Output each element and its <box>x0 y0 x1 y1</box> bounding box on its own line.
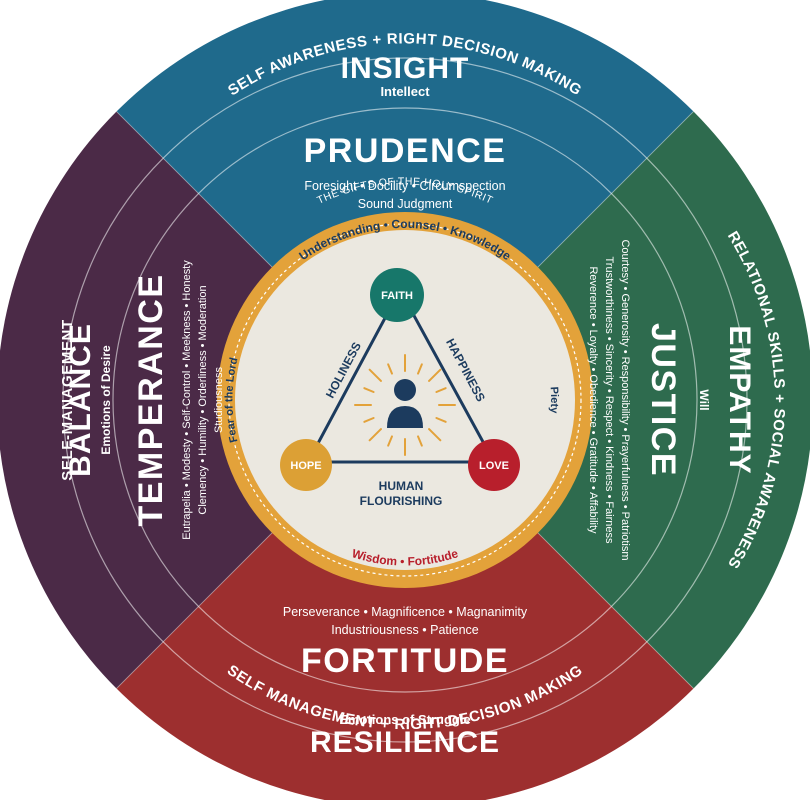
ray <box>435 387 447 393</box>
west-parts-line-2: Clemency • Humility • Orderliness • Mode… <box>197 285 209 514</box>
quadrant-east-justice <box>405 111 810 689</box>
north-parts-line-1: Foresight • Docility • Circumspection <box>304 179 505 193</box>
gift-piety: Piety <box>548 386 561 414</box>
ray <box>363 387 375 393</box>
person-icon <box>387 379 423 428</box>
east-parts-line-1: Courtesy • Generosity • Responsibility •… <box>619 239 631 560</box>
hope-label: HOPE <box>290 460 321 472</box>
west-faculty-label: Emotions of Desire <box>99 345 113 455</box>
east-parts-line-2: Trustworthiness • Sincerity • Respect • … <box>603 256 615 544</box>
west-parts-line-1: Eutrapelia • Modesty • Self-Control • Me… <box>181 260 193 540</box>
ray <box>387 435 393 447</box>
east-parts-line-3: Reverence • Loyalty • Obedience • Gratit… <box>587 266 599 534</box>
north-skill-title: INSIGHT <box>341 52 470 85</box>
east-virtue-title: JUSTICE <box>644 323 682 477</box>
ray <box>428 368 442 382</box>
quadrant-north-prudence <box>116 0 694 400</box>
ray <box>428 428 442 442</box>
person-rays <box>354 354 456 456</box>
ray <box>368 428 382 442</box>
faith-label: FAITH <box>381 290 413 302</box>
outer-ring-divider <box>62 57 748 743</box>
love-node: LOVE <box>468 439 520 491</box>
ray <box>417 435 423 447</box>
west-outer-label: SELF-MANAGEMENT <box>59 319 76 481</box>
west-virtue-title: TEMPERANCE <box>132 273 170 526</box>
quadrant-west-temperance <box>0 111 405 689</box>
south-virtue-title: FORTITUDE <box>301 642 509 680</box>
gifts-ring-dashes <box>228 223 582 577</box>
love-label: LOVE <box>479 460 509 472</box>
south-parts-line-2: Industriousness • Patience <box>331 623 479 637</box>
east-faculty-label: Will <box>697 389 711 410</box>
flourishing-line-2: FLOURISHING <box>360 494 443 508</box>
flourishing-line-1: HUMAN <box>379 479 424 493</box>
south-faculty-label: Emotions of Struggle <box>339 712 470 727</box>
ray <box>368 368 382 382</box>
west-skill-title: BALANCE <box>64 323 97 477</box>
north-virtue-title: PRUDENCE <box>304 132 507 170</box>
west-parts-line-3: Studiousness <box>213 366 225 433</box>
virtue-triangle <box>305 286 497 464</box>
north-faculty-label: Intellect <box>380 84 430 99</box>
hope-node: HOPE <box>280 439 332 491</box>
south-parts-line-1: Perseverance • Magnificence • Magnanimit… <box>283 605 528 619</box>
north-parts-line-2: Sound Judgment <box>358 197 453 211</box>
gift-fear-of-the-lord: Fear of the Lord <box>223 356 240 443</box>
south-skill-title: RESILIENCE <box>310 726 500 759</box>
east-skill-title: EMPATHY <box>723 325 756 474</box>
ray <box>387 363 393 375</box>
faith-node: FAITH <box>370 268 424 322</box>
quadrant-south-fortitude <box>116 400 694 800</box>
ray <box>435 417 447 423</box>
ray <box>417 363 423 375</box>
inner-ring-divider <box>112 107 698 693</box>
ray <box>363 417 375 423</box>
